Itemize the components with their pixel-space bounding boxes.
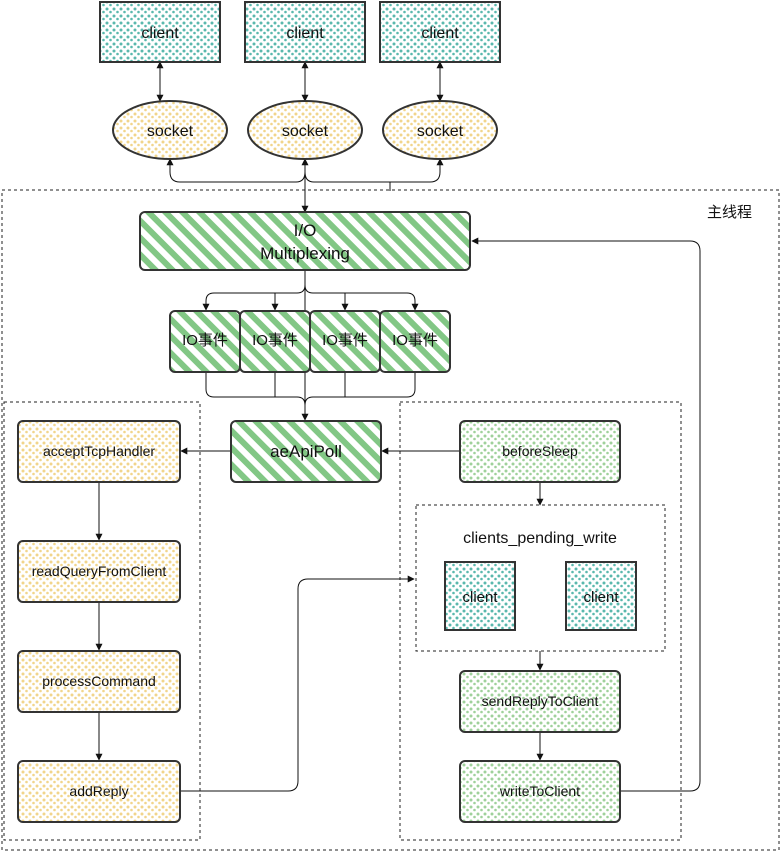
read-flow-frame (3, 401, 201, 841)
io-event-node-2: IO事件 (239, 310, 311, 373)
socket-node-2: socket (247, 100, 363, 160)
before-sleep-label: beforeSleep (502, 443, 578, 459)
process-command-node: processCommand (17, 650, 181, 713)
client-label: client (462, 589, 498, 606)
io-event-label: IO事件 (392, 332, 438, 349)
poll-label: aeApiPoll (270, 442, 342, 461)
left-flow-label: processCommand (42, 673, 156, 689)
write-client-label: writeToClient (499, 783, 580, 799)
client-node-1: client (99, 1, 221, 63)
io-event-label: IO事件 (252, 332, 298, 349)
main-thread-frame (1, 189, 780, 851)
left-flow-label: addReply (69, 783, 128, 799)
multiplexer-line1: I/O (294, 221, 317, 240)
pending-client-node-2: client (565, 561, 637, 631)
io-multiplexing-node: I/O Multiplexing (139, 211, 471, 271)
client-label: client (583, 589, 619, 606)
ae-api-poll-node: aeApiPoll (230, 420, 382, 483)
socket-label: socket (282, 123, 329, 140)
send-reply-label: sendReplyToClient (482, 693, 599, 709)
io-event-node-1: IO事件 (169, 310, 241, 373)
add-reply-node: addReply (17, 760, 181, 823)
client-label: client (286, 25, 324, 42)
pending-client-node-1: client (444, 561, 516, 631)
io-event-label: IO事件 (322, 332, 368, 349)
client-label: client (141, 25, 179, 42)
socket-label: socket (417, 123, 464, 140)
write-flow-frame (399, 401, 682, 841)
io-event-node-4: IO事件 (379, 310, 451, 373)
io-event-label: IO事件 (182, 332, 228, 349)
read-query-from-client-node: readQueryFromClient (17, 540, 181, 603)
pending-write-title: clients_pending_write (463, 530, 617, 547)
client-node-3: client (379, 1, 501, 63)
multiplexer-line2: Multiplexing (260, 244, 350, 263)
pending-write-frame (415, 504, 666, 652)
accept-tcp-handler-node: acceptTcpHandler (17, 420, 181, 483)
write-to-client-node: writeToClient (459, 760, 621, 823)
left-flow-label: acceptTcpHandler (43, 443, 155, 459)
send-reply-to-client-node: sendReplyToClient (459, 670, 621, 733)
io-event-node-3: IO事件 (309, 310, 381, 373)
main-thread-label: 主线程 (707, 204, 752, 221)
client-label: client (421, 25, 459, 42)
socket-node-3: socket (382, 100, 498, 160)
left-flow-label: readQueryFromClient (32, 563, 167, 579)
socket-node-1: socket (112, 100, 228, 160)
before-sleep-node: beforeSleep (459, 420, 621, 483)
client-node-2: client (244, 1, 366, 63)
socket-label: socket (147, 123, 194, 140)
